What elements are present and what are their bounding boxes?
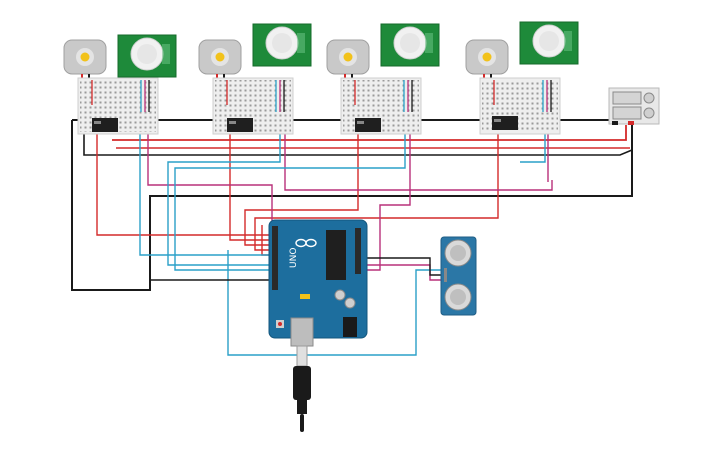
- wire-blue-4: [520, 133, 546, 163]
- wire-blue-2: [167, 133, 281, 266]
- wire-magenta-2: [284, 133, 553, 191]
- wire-red-1: [96, 133, 272, 236]
- wire-black-ground-loop: [71, 120, 633, 291]
- arduino-infinity-logo: [295, 238, 317, 248]
- wire-red-2: [229, 133, 272, 241]
- usb-cable: [293, 345, 311, 432]
- bench-power-supply[interactable]: [608, 87, 660, 125]
- wire-black-2: [83, 128, 633, 156]
- relay-module: [492, 116, 518, 130]
- wire-blue-3: [174, 133, 406, 271]
- relay-module: [227, 118, 253, 132]
- dc-motor[interactable]: [326, 39, 370, 80]
- pir-sensor[interactable]: [117, 34, 177, 78]
- wire-blue-5: [227, 250, 443, 356]
- wires: [71, 119, 633, 356]
- arduino-brand-label: UNO: [289, 248, 299, 268]
- dc-motor[interactable]: [198, 39, 242, 80]
- dc-motor[interactable]: [63, 39, 107, 80]
- arduino-uno[interactable]: UNO: [268, 219, 368, 347]
- pir-sensor[interactable]: [252, 23, 312, 67]
- wire-magenta-3: [360, 133, 411, 271]
- wire-blue-1: [139, 133, 272, 256]
- module-2: [198, 23, 312, 135]
- wire-red-3: [244, 133, 359, 246]
- breadboard: [479, 77, 561, 135]
- wire-black-us: [360, 257, 443, 276]
- module-4: [465, 21, 579, 135]
- relay-module: [92, 118, 118, 132]
- relay-module: [355, 118, 381, 132]
- module-3: [326, 23, 440, 135]
- ultrasonic-sensor[interactable]: [440, 236, 477, 316]
- pir-sensor[interactable]: [380, 23, 440, 67]
- wire-red-bus: [112, 125, 627, 141]
- pir-sensor[interactable]: [519, 21, 579, 65]
- module-1: [63, 34, 177, 135]
- dc-motor[interactable]: [465, 39, 509, 80]
